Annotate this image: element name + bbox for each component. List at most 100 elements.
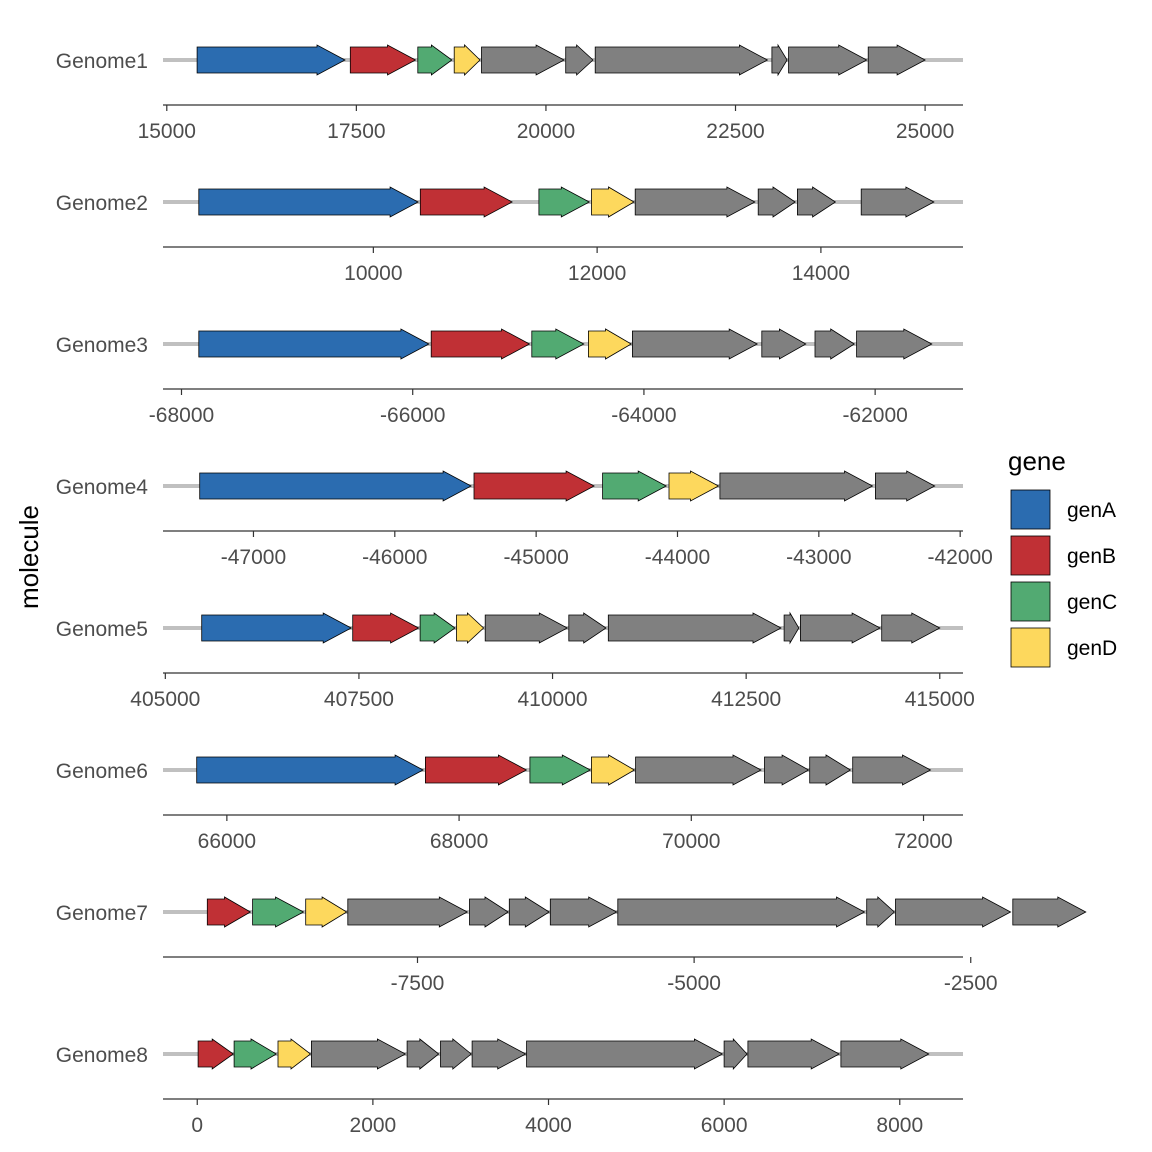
gene-arrow-genA [196, 754, 424, 786]
x-tick-label: 412500 [711, 688, 781, 711]
legend-swatch-genD [1010, 627, 1051, 668]
gene-arrow-genD [456, 612, 485, 644]
gene-arrow-other [526, 1038, 724, 1070]
x-tick-label: 4000 [525, 1114, 572, 1137]
gene-arrow-other [719, 470, 874, 502]
x-tick-label: 407500 [324, 688, 394, 711]
x-tick-label: -47000 [221, 546, 286, 569]
legend-label: genC [1067, 591, 1117, 614]
legend-label: genB [1067, 545, 1116, 568]
x-tick-label: 20000 [517, 120, 575, 143]
gene-arrow-other [860, 186, 935, 218]
gene-arrow-other [747, 1038, 841, 1070]
gene-arrow-other [764, 754, 810, 786]
gene-arrow-genC [529, 754, 592, 786]
gene-arrow-genD [588, 328, 632, 360]
molecule-label: Genome1 [56, 50, 148, 73]
x-tick-label: -62000 [842, 404, 907, 427]
gene-arrow-other [881, 612, 941, 644]
gene-arrow-genB [473, 470, 595, 502]
gene-arrow-genC [531, 328, 585, 360]
x-tick-label: 405000 [130, 688, 200, 711]
x-tick-label: -7500 [391, 972, 445, 995]
x-tick-label: 70000 [662, 830, 720, 853]
gene-arrow-other [757, 186, 796, 218]
gene-arrow-genB [352, 612, 420, 644]
gene-arrow-genC [419, 612, 456, 644]
gene-arrow-other [469, 896, 509, 928]
x-tick-label: 410000 [518, 688, 588, 711]
gene-arrow-genB [197, 1038, 234, 1070]
gene-arrow-genD [277, 1038, 312, 1070]
gene-arrow-genD [591, 754, 636, 786]
legend-swatch-genC [1010, 581, 1051, 622]
gene-arrow-other [565, 44, 594, 76]
gene-arrow-other [867, 44, 926, 76]
molecule-label: Genome6 [56, 760, 148, 783]
x-tick-label: -2500 [944, 972, 998, 995]
x-tick-label: -5000 [667, 972, 721, 995]
gene-arrow-other [440, 1038, 472, 1070]
x-tick-label: -42000 [927, 546, 992, 569]
gene-arrow-other [761, 328, 807, 360]
legend-swatch-genA [1010, 489, 1051, 530]
gene-arrow-other [809, 754, 852, 786]
gene-arrow-genB [206, 896, 252, 928]
gene-arrow-genC [233, 1038, 278, 1070]
gene-arrow-genA [199, 470, 472, 502]
x-tick-label: 15000 [138, 120, 196, 143]
x-tick-label: -66000 [380, 404, 445, 427]
x-tick-label: 2000 [350, 1114, 397, 1137]
gene-arrow-other [852, 754, 932, 786]
gene-arrow-genA [201, 612, 353, 644]
gene-arrow-other [594, 44, 769, 76]
gene-arrow-other [471, 1038, 527, 1070]
x-tick-label: 415000 [905, 688, 975, 711]
molecule-label: Genome3 [56, 334, 148, 357]
gene-arrow-other [814, 328, 856, 360]
legend-swatch-genB [1010, 535, 1051, 576]
gene-arrow-other [635, 754, 762, 786]
x-tick-label: 10000 [344, 262, 402, 285]
gene-arrow-other [632, 328, 759, 360]
molecule-panel: Genome1 15000 17500 20000 22500 25000 [56, 43, 963, 143]
gene-arrow-other [484, 612, 569, 644]
gene-arrow-genD [668, 470, 720, 502]
gene-arrow-other [568, 612, 607, 644]
legend-label: genD [1067, 637, 1117, 660]
gene-arrow-genB [424, 754, 528, 786]
gene-arrow-other [634, 186, 756, 218]
gene-arrow-other [895, 896, 1012, 928]
gene-arrow-other [617, 896, 866, 928]
gene-arrow-other [783, 611, 800, 645]
molecule-label: Genome7 [56, 902, 148, 925]
molecule-label: Genome4 [56, 476, 149, 499]
gene-arrow-other [797, 186, 837, 218]
x-tick-label: 22500 [706, 120, 764, 143]
x-tick-label: 66000 [198, 830, 256, 853]
gene-arrow-genC [538, 186, 591, 218]
x-tick-label: 6000 [701, 1114, 748, 1137]
gene-arrow-other [840, 1038, 930, 1070]
gene-arrow-other [723, 1037, 748, 1071]
gene-arrow-genB [419, 186, 513, 218]
x-tick-label: 17500 [327, 120, 385, 143]
x-tick-label: -46000 [362, 546, 427, 569]
x-tick-label: 25000 [896, 120, 954, 143]
gene-arrow-other [406, 1038, 440, 1070]
x-tick-label: -43000 [786, 546, 851, 569]
legend-title: gene [1008, 446, 1066, 476]
y-axis-label: molecule [14, 505, 44, 609]
x-tick-label: -68000 [149, 404, 214, 427]
gene-arrow-genC [252, 896, 305, 928]
gene-arrow-other [788, 44, 868, 76]
molecule-label: Genome2 [56, 192, 148, 215]
gene-arrow-genC [417, 44, 453, 76]
gene-arrow-other [771, 43, 788, 77]
molecule-panel: Genome7 -7500 -5000 -2500 [56, 896, 1087, 995]
